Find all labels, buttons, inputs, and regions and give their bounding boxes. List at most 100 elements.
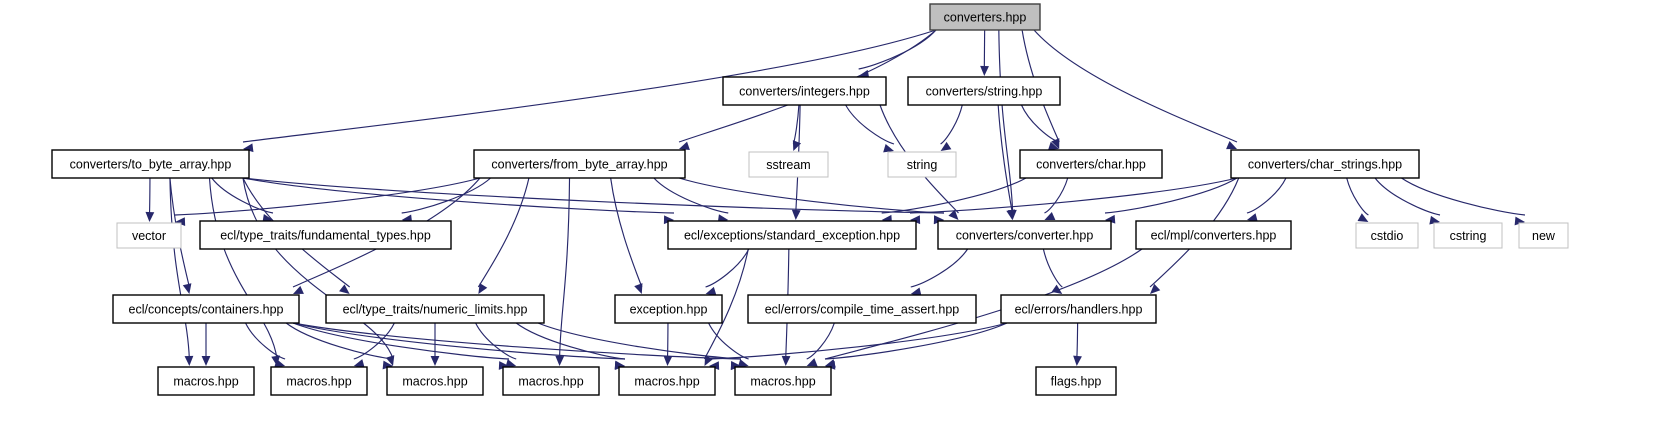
node-box[interactable] — [1035, 366, 1117, 396]
edge-arrowhead — [382, 360, 393, 370]
graph-node-macros2[interactable]: macros.hpp — [270, 366, 368, 396]
node-box[interactable] — [667, 220, 917, 250]
edge-arrowhead — [634, 283, 643, 294]
node-box[interactable] — [747, 294, 977, 324]
graph-node-new[interactable]: new — [1518, 222, 1569, 249]
graph-node-charhpp[interactable]: converters/char.hpp — [1019, 149, 1163, 179]
node-box[interactable] — [1019, 149, 1163, 179]
node-box[interactable] — [51, 149, 250, 179]
node-box[interactable] — [722, 76, 887, 106]
node-layer: converters.hpp converters/integers.hpp con… — [51, 3, 1569, 396]
edge-arrowhead — [806, 358, 818, 367]
dependency-edge — [285, 322, 394, 360]
graph-node-frombyte[interactable]: converters/from_byte_array.hpp — [473, 149, 686, 179]
edge-arrowhead — [430, 356, 440, 366]
graph-node-string[interactable]: string — [887, 151, 957, 178]
edge-arrowhead — [1357, 213, 1369, 222]
edge-arrowhead — [933, 215, 944, 225]
edge-arrowhead — [1150, 283, 1161, 294]
edge-arrowhead — [910, 215, 921, 225]
graph-node-macros1[interactable]: macros.hpp — [157, 366, 255, 396]
node-box[interactable] — [502, 366, 600, 396]
node-box[interactable] — [1355, 222, 1419, 249]
node-box[interactable] — [734, 366, 832, 396]
node-label: cstring — [1450, 229, 1487, 243]
graph-node-charstrings[interactable]: converters/char_strings.hpp — [1230, 149, 1420, 179]
node-label: converters/integers.hpp — [739, 84, 870, 98]
node-box[interactable] — [937, 220, 1112, 250]
graph-node-vector[interactable]: vector — [116, 222, 182, 249]
node-label: vector — [132, 229, 166, 243]
graph-node-stdexc[interactable]: ecl/exceptions/standard_exception.hpp — [667, 220, 917, 250]
edge-arrowhead — [730, 361, 741, 370]
dependency-edge — [242, 177, 394, 360]
node-box[interactable] — [1000, 294, 1157, 324]
graph-node-cstdio[interactable]: cstdio — [1355, 222, 1419, 249]
node-box[interactable] — [199, 220, 452, 250]
edge-arrowhead — [353, 359, 365, 368]
node-box[interactable] — [116, 222, 182, 249]
graph-node-containers[interactable]: ecl/concepts/containers.hpp — [112, 294, 300, 324]
graph-node-tobyte[interactable]: converters/to_byte_array.hpp — [51, 149, 250, 179]
graph-node-macros3[interactable]: macros.hpp — [386, 366, 484, 396]
graph-node-cstring_h[interactable]: converters/string.hpp — [907, 76, 1061, 106]
graph-node-macros4[interactable]: macros.hpp — [502, 366, 600, 396]
graph-node-flags[interactable]: flags.hpp — [1035, 366, 1117, 396]
edge-arrowhead — [1073, 355, 1082, 366]
node-box[interactable] — [386, 366, 484, 396]
node-box[interactable] — [614, 294, 723, 324]
node-box[interactable] — [112, 294, 300, 324]
edge-arrowhead — [271, 355, 281, 366]
node-box[interactable] — [157, 366, 255, 396]
node-box[interactable] — [907, 76, 1061, 106]
node-box[interactable] — [473, 149, 686, 179]
dependency-edge — [475, 322, 517, 360]
edge-arrowhead — [1226, 141, 1237, 150]
edge-arrowhead — [555, 355, 565, 366]
graph-node-converter[interactable]: converters/converter.hpp — [937, 220, 1112, 250]
dependency-edge — [515, 322, 626, 360]
graph-node-cstringsys[interactable]: cstring — [1433, 222, 1503, 249]
edge-arrowhead — [498, 361, 509, 370]
dependency-edge — [653, 177, 729, 214]
node-box[interactable] — [270, 366, 368, 396]
node-box[interactable] — [1230, 149, 1420, 179]
node-box[interactable] — [1518, 222, 1569, 249]
graph-node-compileassert[interactable]: ecl/errors/compile_time_assert.hpp — [747, 294, 977, 324]
node-box[interactable] — [1135, 220, 1292, 250]
edge-arrowhead — [737, 359, 749, 368]
graph-node-handlers[interactable]: ecl/errors/handlers.hpp — [1000, 294, 1157, 324]
graph-node-numlimits[interactable]: ecl/type_traits/numeric_limits.hpp — [325, 294, 545, 324]
edge-arrowhead — [293, 285, 304, 294]
graph-node-root[interactable]: converters.hpp — [929, 3, 1041, 31]
dependency-edge — [998, 29, 1014, 214]
edge-arrowhead — [1246, 213, 1258, 222]
dependency-edge — [708, 322, 749, 360]
graph-node-macros6[interactable]: macros.hpp — [734, 366, 832, 396]
node-box[interactable] — [748, 151, 829, 178]
node-box[interactable] — [887, 151, 957, 178]
graph-node-fundamental[interactable]: ecl/type_traits/fundamental_types.hpp — [199, 220, 452, 250]
edge-arrowhead — [781, 355, 791, 366]
node-label: ecl/errors/compile_time_assert.hpp — [765, 302, 960, 316]
node-box[interactable] — [325, 294, 545, 324]
node-label: ecl/mpl/converters.hpp — [1151, 228, 1277, 242]
graph-node-macros5[interactable]: macros.hpp — [618, 366, 716, 396]
graph-node-exception[interactable]: exception.hpp — [614, 294, 723, 324]
node-box[interactable] — [618, 366, 716, 396]
dependency-edge — [1346, 177, 1369, 216]
dependency-edge — [208, 177, 278, 360]
node-label: converters.hpp — [944, 10, 1027, 24]
node-box[interactable] — [929, 3, 1041, 31]
dependency-edge — [245, 322, 286, 360]
graph-node-mplconv[interactable]: ecl/mpl/converters.hpp — [1135, 220, 1292, 250]
dependency-edge — [845, 104, 895, 145]
dependency-edge — [242, 29, 937, 143]
graph-node-integers[interactable]: converters/integers.hpp — [722, 76, 887, 106]
edge-arrowhead — [709, 361, 720, 371]
graph-node-sstream[interactable]: sstream — [748, 151, 829, 178]
node-box[interactable] — [1433, 222, 1503, 249]
edge-arrowhead — [910, 287, 922, 297]
